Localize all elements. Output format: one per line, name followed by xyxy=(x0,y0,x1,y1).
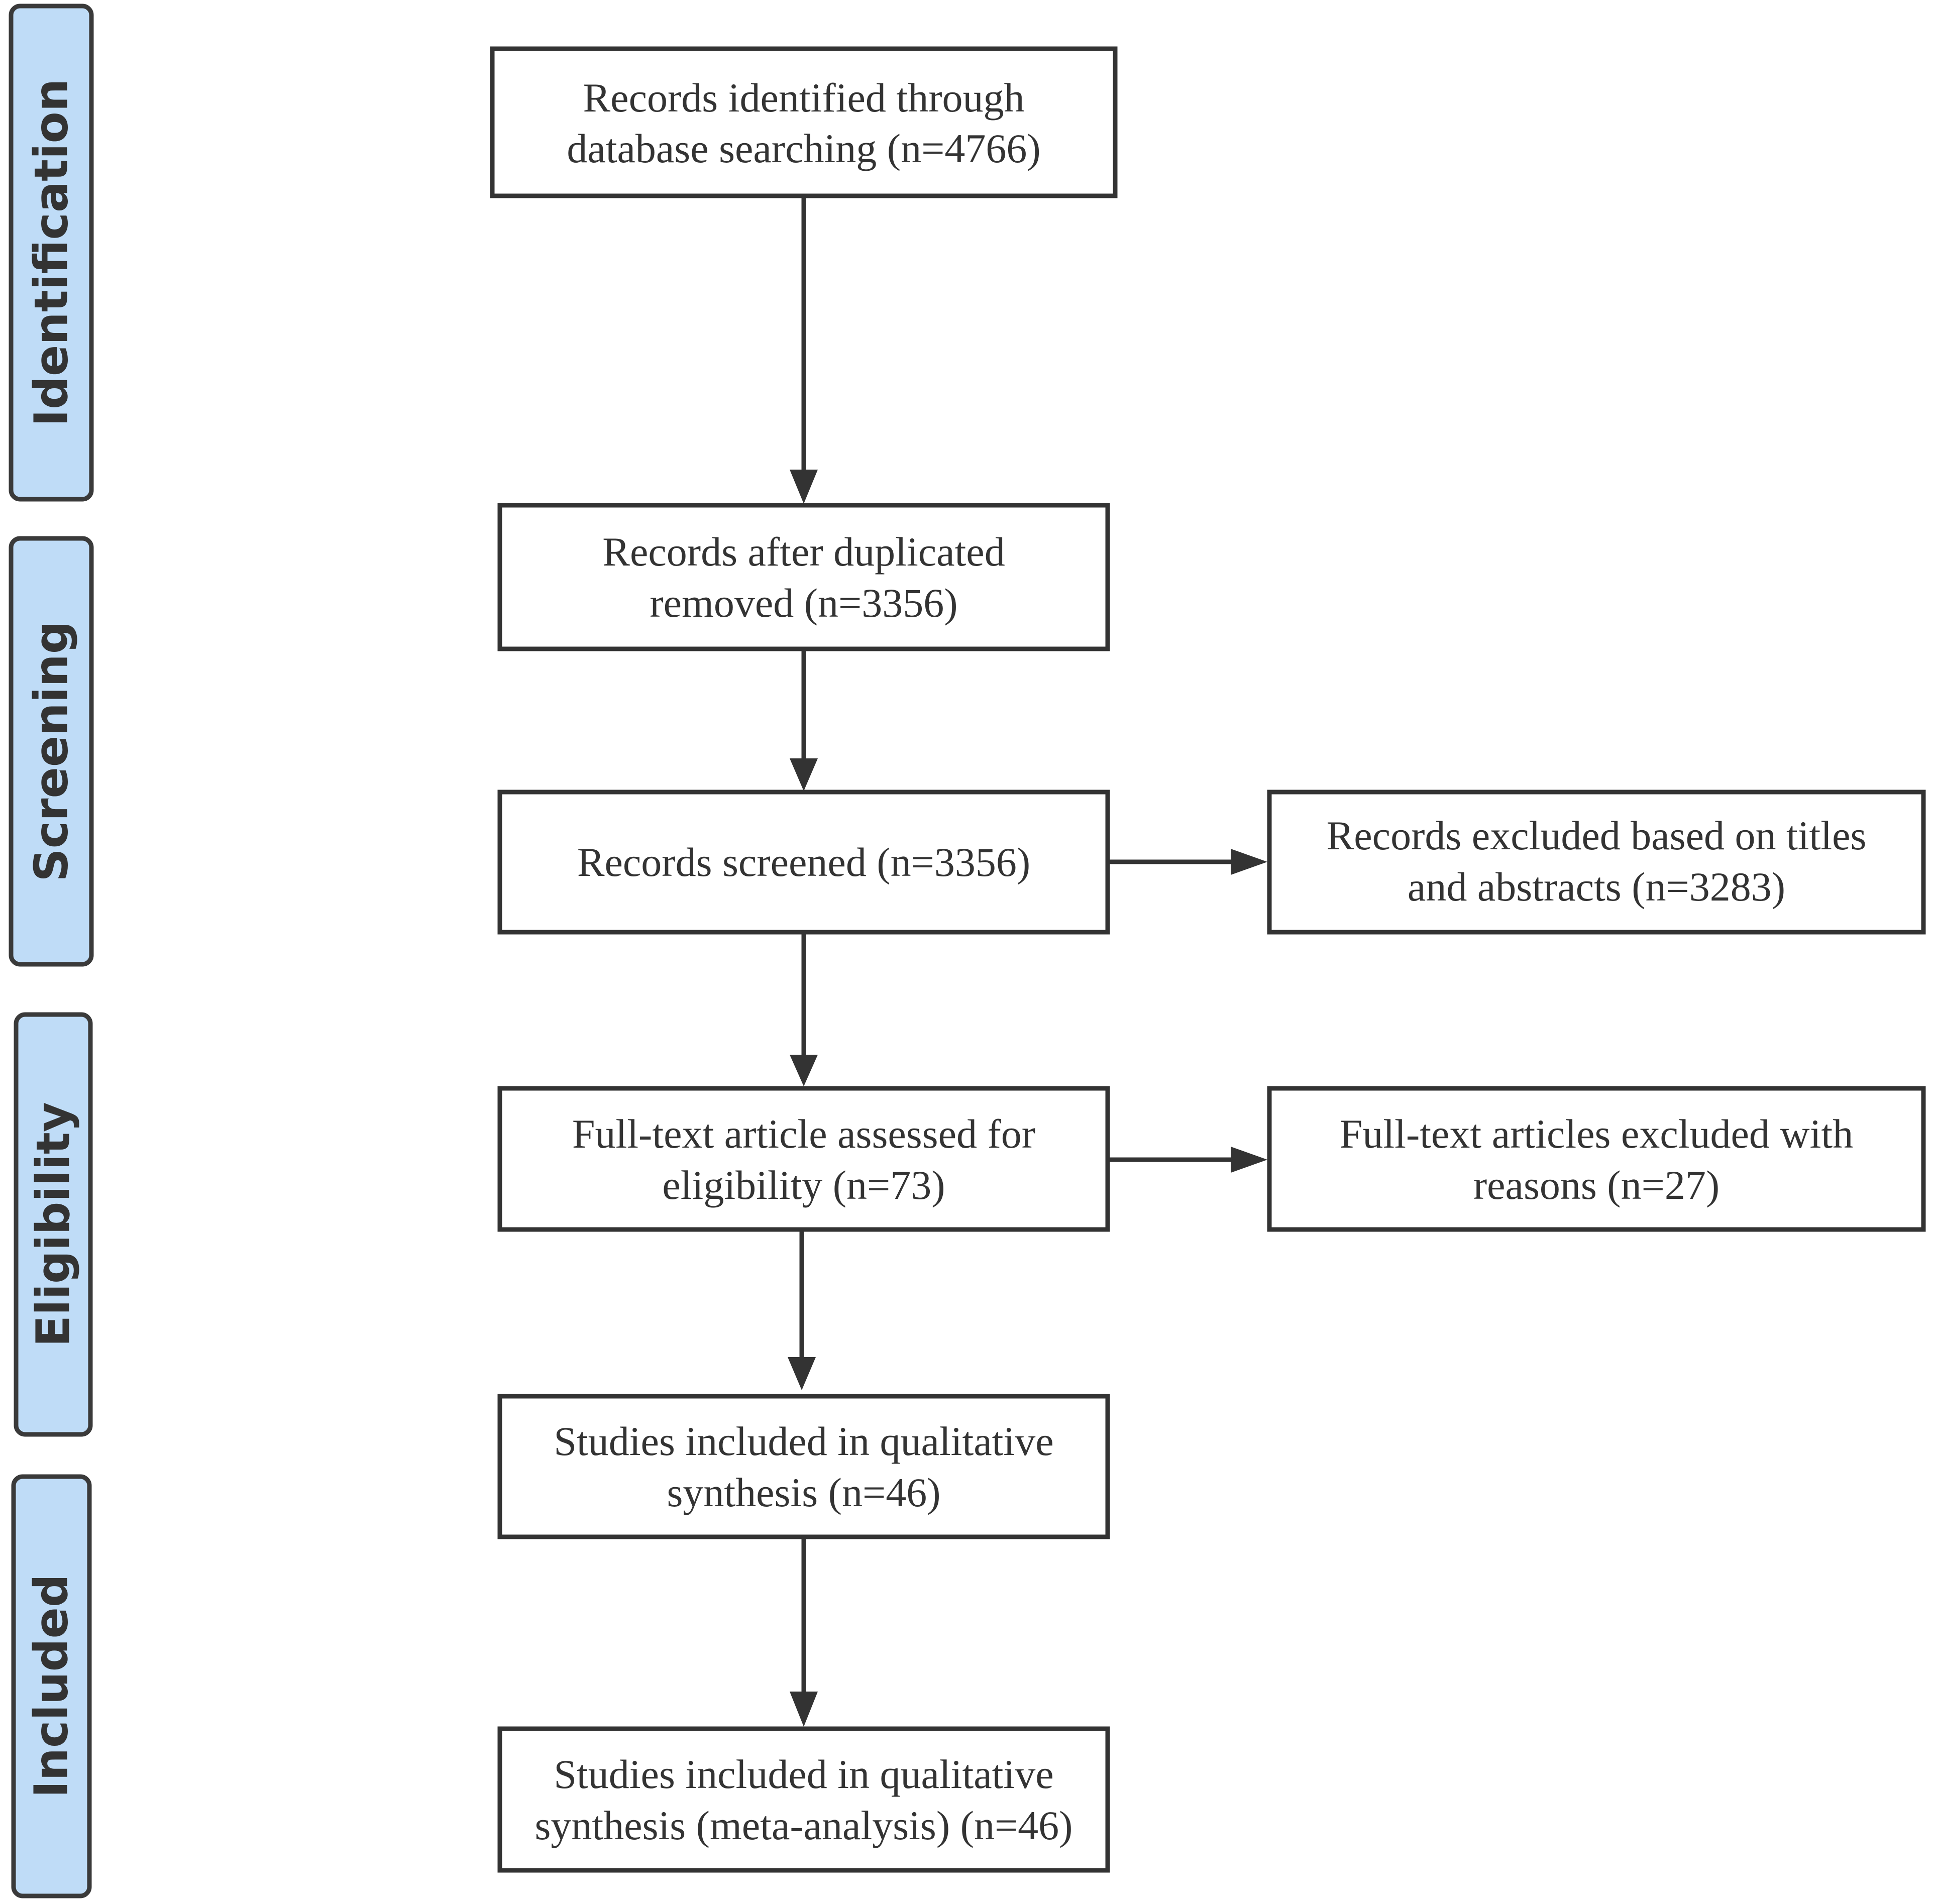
box-after-duplicates: Records after duplicated removed (n=3356… xyxy=(497,503,1110,651)
box-excluded-titles-frame xyxy=(1267,790,1926,935)
box-meta-analysis: Studies included in qualitative synthesi… xyxy=(497,1726,1110,1873)
box-qualitative-synthesis-frame xyxy=(497,1394,1110,1539)
stage-eligibility-bar xyxy=(14,1012,93,1437)
box-fulltext-excluded-frame xyxy=(1267,1086,1926,1232)
arrowhead-down xyxy=(790,758,818,791)
box-fulltext-assessed-line1: Full-text article assessed for xyxy=(572,1111,1035,1157)
stage-screening-label: Screening xyxy=(25,621,78,881)
box-fulltext-assessed-frame xyxy=(497,1086,1110,1232)
box-fulltext-excluded-line1: Full-text articles excluded with xyxy=(1340,1111,1853,1157)
arrowhead-down xyxy=(788,1357,816,1390)
box-after-duplicates-frame xyxy=(497,503,1110,651)
connectors xyxy=(799,196,1235,1697)
arrowhead-right xyxy=(1231,849,1267,875)
stage-screening-bar xyxy=(9,536,94,967)
box-records-identified-line2: database searching (n=4766) xyxy=(567,126,1040,171)
box-meta-analysis-line2: synthesis (meta-analysis) (n=46) xyxy=(534,1803,1072,1848)
stage-identification-bar xyxy=(9,4,94,502)
box-records-identified: Records identified through database sear… xyxy=(490,46,1118,198)
stage-included-bar xyxy=(11,1474,92,1898)
box-fulltext-excluded: Full-text articles excluded with reasons… xyxy=(1267,1086,1926,1232)
box-meta-analysis-frame xyxy=(497,1726,1110,1873)
box-records-identified-line1: Records identified through xyxy=(583,75,1024,121)
stage-included-label: Included xyxy=(25,1574,78,1798)
box-after-duplicates-line1: Records after duplicated xyxy=(602,529,1005,575)
box-records-screened-frame xyxy=(497,790,1110,935)
stage-eligibility-label: Eligibility xyxy=(27,1102,80,1347)
box-meta-analysis-line1: Studies included in qualitative xyxy=(554,1751,1053,1797)
box-records-screened-line1: Records screened (n=3356) xyxy=(577,839,1030,885)
stage-identification-label: Identification xyxy=(25,79,78,427)
box-qualitative-synthesis: Studies included in qualitative synthesi… xyxy=(497,1394,1110,1539)
arrowhead-right xyxy=(1231,1147,1267,1173)
stage-eligibility: Eligibility xyxy=(14,1012,93,1437)
box-fulltext-excluded-line2: reasons (n=27) xyxy=(1473,1162,1720,1208)
arrowhead-down xyxy=(790,470,818,504)
box-excluded-titles-line1: Records excluded based on titles xyxy=(1327,813,1867,858)
box-fulltext-assessed-line2: eligibility (n=73) xyxy=(662,1162,945,1208)
box-qualitative-synthesis-line1: Studies included in qualitative xyxy=(554,1418,1053,1464)
box-fulltext-assessed: Full-text article assessed for eligibili… xyxy=(497,1086,1110,1232)
box-after-duplicates-line2: removed (n=3356) xyxy=(650,580,957,626)
stage-screening: Screening xyxy=(9,536,94,967)
box-excluded-titles-line2: and abstracts (n=3283) xyxy=(1408,864,1785,910)
arrowhead-down xyxy=(790,1055,818,1086)
stage-identification: Identification xyxy=(9,4,94,502)
box-excluded-titles: Records excluded based on titles and abs… xyxy=(1267,790,1926,935)
arrowhead-down xyxy=(790,1692,818,1727)
box-qualitative-synthesis-line2: synthesis (n=46) xyxy=(667,1470,940,1515)
box-records-screened: Records screened (n=3356) xyxy=(497,790,1110,935)
arrowheads xyxy=(788,470,1267,1727)
box-records-identified-frame xyxy=(490,46,1118,198)
stage-included: Included xyxy=(11,1474,92,1898)
